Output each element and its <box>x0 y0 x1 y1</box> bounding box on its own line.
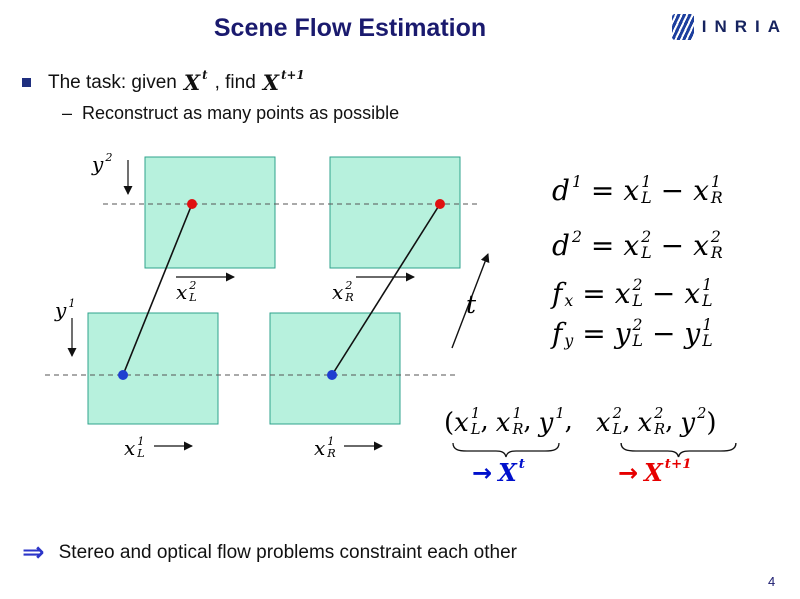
scene-flow-diagram <box>45 156 490 451</box>
page-title: Scene Flow Estimation <box>213 14 487 42</box>
blue-point-left <box>118 370 128 380</box>
eq1-equals: = <box>590 173 615 207</box>
flow-line-left <box>122 203 193 376</box>
comma: , <box>564 406 573 436</box>
label-time-t: t <box>466 290 477 319</box>
open-paren: ( <box>444 407 455 438</box>
dash-marker: – <box>62 103 73 123</box>
underbrace-xt <box>452 442 560 458</box>
comma: , <box>665 406 674 436</box>
inria-logo: INRIA <box>671 14 788 40</box>
comma: , <box>523 406 532 436</box>
image-rect-t1-left <box>87 312 219 425</box>
red-point-right <box>435 199 445 209</box>
conclusion-line: ⇒ Stereo and optical flow problems const… <box>22 537 517 568</box>
image-rect-t1-right <box>269 312 401 425</box>
inria-flag-icon <box>671 14 694 40</box>
sub-bullet: – Reconstruct as many points as possible <box>62 103 399 124</box>
image-rect-t2-right <box>329 156 461 269</box>
comma: , <box>480 406 489 436</box>
page-number: 4 <box>768 574 776 589</box>
inria-logo-text: INRIA <box>701 17 788 36</box>
blue-point-right <box>327 370 337 380</box>
red-point-left <box>187 199 197 209</box>
sub-bullet-text: Reconstruct as many points as possible <box>82 103 400 123</box>
eq4-minus: − <box>651 316 676 350</box>
eq3-equals: = <box>582 276 606 310</box>
time-arrow <box>451 253 490 349</box>
eq4-equals: = <box>582 316 606 350</box>
underbrace-xt1 <box>620 442 737 458</box>
eq2-equals: = <box>590 228 615 262</box>
implies-icon: ⇒ <box>22 537 45 568</box>
eq2-minus: − <box>660 228 685 262</box>
task-prefix: The task: given <box>48 71 177 93</box>
flow-line-right <box>331 203 441 376</box>
task-mid: , find <box>214 71 256 93</box>
comma: , <box>622 406 631 436</box>
close-paren: ) <box>706 407 717 438</box>
image-rect-t2-left <box>144 156 276 269</box>
right-arrow-icon: → <box>472 458 493 487</box>
conclusion-text: Stereo and optical flow problems constra… <box>58 541 517 563</box>
bullet-square-icon <box>22 78 31 87</box>
eq3-minus: − <box>651 276 676 310</box>
eq1-minus: − <box>660 173 685 207</box>
right-arrow-icon: → <box>618 458 639 487</box>
